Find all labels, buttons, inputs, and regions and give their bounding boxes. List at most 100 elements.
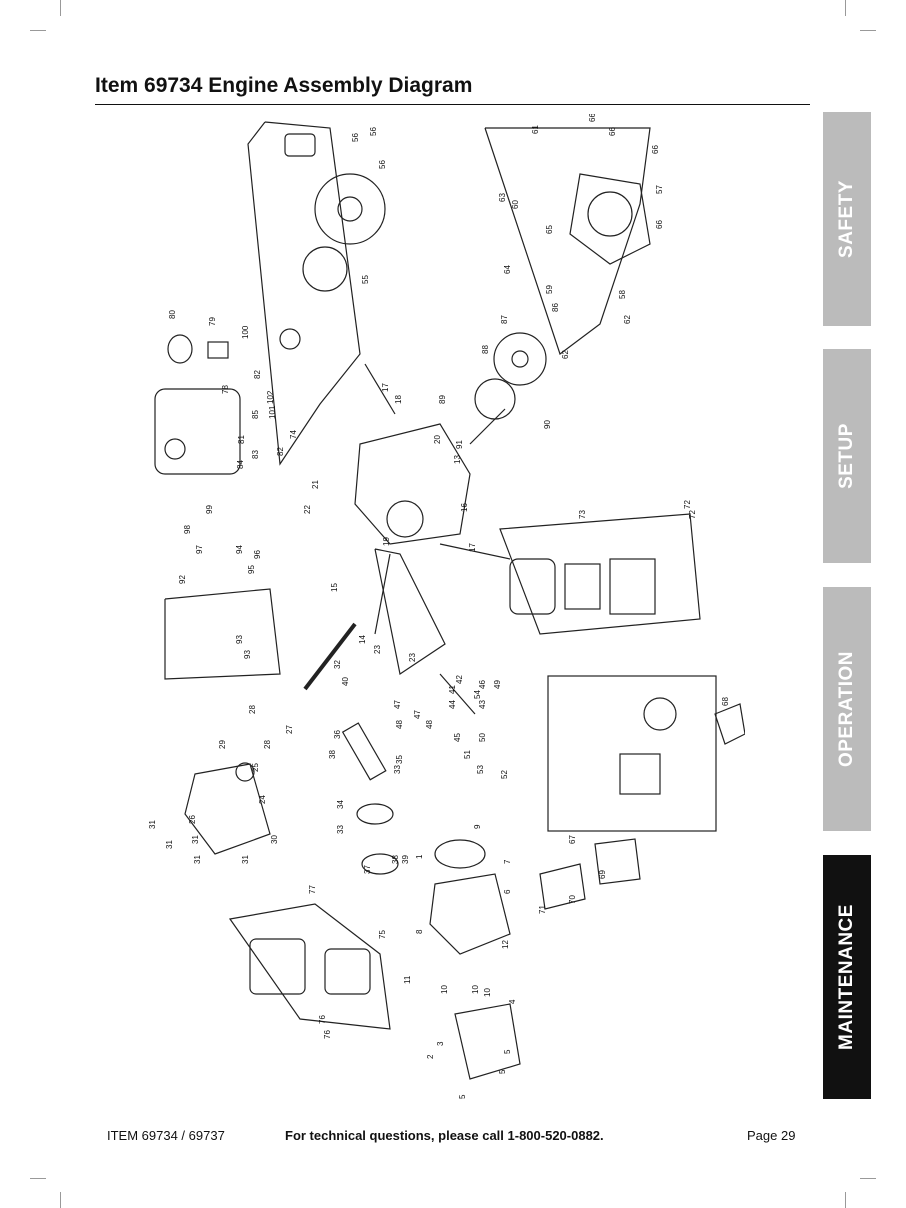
part-number-label: 51 — [463, 750, 472, 759]
crop-mark — [845, 1192, 846, 1208]
part-number-label: 25 — [251, 763, 260, 772]
part-number-label: 99 — [205, 505, 214, 514]
oil-seal — [235, 762, 255, 782]
part-number-label: 76 — [323, 1030, 332, 1039]
flywheel-hub — [511, 350, 529, 368]
part-number-label: 33 — [393, 765, 402, 774]
part-number-label: 16 — [460, 503, 469, 512]
part-number-label: 14 — [358, 635, 367, 644]
part-number-label: 93 — [243, 650, 252, 659]
part-number-label: 1 — [415, 854, 424, 859]
air-cleaner-base — [609, 558, 656, 615]
air-filter-element — [564, 563, 601, 610]
carburetor-bowl — [643, 697, 677, 731]
part-number-label: 53 — [476, 765, 485, 774]
part-number-label: 66 — [651, 145, 660, 154]
tab-setup-label: SETUP — [836, 423, 858, 489]
part-number-label: 89 — [438, 395, 447, 404]
part-number-label: 13 — [453, 455, 462, 464]
part-number-label: 33 — [336, 825, 345, 834]
insulator-plate — [594, 838, 641, 885]
part-number-label: 26 — [188, 815, 197, 824]
part-number-label: 68 — [721, 697, 730, 706]
part-number-label: 20 — [433, 435, 442, 444]
tab-operation[interactable]: OPERATION — [823, 587, 871, 831]
part-number-label: 23 — [373, 645, 382, 654]
tab-setup[interactable]: SETUP — [823, 349, 871, 563]
crop-mark — [845, 0, 846, 16]
part-number-label: 85 — [251, 410, 260, 419]
part-number-label: 17 — [468, 543, 477, 552]
part-number-label: 21 — [311, 480, 320, 489]
part-number-label: 2 — [426, 1054, 435, 1059]
part-number-label: 56 — [351, 133, 360, 142]
part-number-label: 56 — [378, 160, 387, 169]
tab-maintenance[interactable]: MAINTENANCE — [823, 855, 871, 1099]
crop-mark — [860, 30, 876, 31]
part-number-label: 45 — [453, 733, 462, 742]
part-number-label: 66 — [655, 220, 664, 229]
tab-safety[interactable]: SAFETY — [823, 112, 871, 326]
starter-handle — [284, 133, 316, 157]
title-divider — [95, 104, 810, 105]
part-number-label: 49 — [493, 680, 502, 689]
part-number-label: 39 — [401, 855, 410, 864]
air-cleaner-cover — [509, 558, 556, 615]
part-number-label: 79 — [208, 317, 217, 326]
part-number-label: 75 — [378, 930, 387, 939]
fuel-cap — [167, 334, 193, 364]
part-number-label: 31 — [165, 840, 174, 849]
crop-mark — [860, 1178, 876, 1179]
crop-mark — [60, 0, 61, 16]
part-number-label: 37 — [363, 865, 372, 874]
part-number-label: 72 — [688, 510, 697, 519]
part-number-label: 5 — [458, 1094, 467, 1099]
leader-line — [374, 553, 391, 635]
part-number-label: 22 — [303, 505, 312, 514]
part-number-label: 63 — [498, 193, 507, 202]
connecting-rod — [341, 722, 387, 781]
part-number-label: 56 — [369, 127, 378, 136]
part-number-label: 62 — [561, 350, 570, 359]
part-number-label: 82 — [253, 370, 262, 379]
part-number-label: 70 — [568, 895, 577, 904]
part-number-label: 66 — [608, 127, 617, 136]
part-number-label: 5 — [503, 1049, 512, 1054]
diagram-svg: 5656565561666666576663606564595862628687… — [148, 114, 745, 1099]
part-number-label: 92 — [178, 575, 187, 584]
part-number-label: 93 — [235, 635, 244, 644]
part-number-label: 48 — [395, 720, 404, 729]
muffler-group-outline — [228, 903, 391, 1030]
part-number-label: 44 — [448, 700, 457, 709]
part-number-label: 94 — [235, 545, 244, 554]
leader-line — [439, 543, 511, 560]
leader-line — [469, 408, 506, 445]
crankshaft — [303, 622, 357, 691]
part-number-label: 84 — [236, 460, 245, 469]
crop-mark — [30, 30, 46, 31]
part-number-label: 102 — [266, 390, 275, 404]
part-number-label: 10 — [471, 985, 480, 994]
part-number-label: 47 — [393, 700, 402, 709]
muffler — [154, 388, 241, 475]
part-number-label: 17 — [381, 383, 390, 392]
part-number-label: 5 — [498, 1069, 507, 1074]
part-number-label: 81 — [237, 435, 246, 444]
part-number-label: 91 — [455, 440, 464, 449]
part-number-label: 69 — [598, 870, 607, 879]
part-number-label: 57 — [655, 185, 664, 194]
part-number-label: 55 — [361, 275, 370, 284]
part-number-label: 3 — [436, 1041, 445, 1046]
part-number-label: 15 — [330, 583, 339, 592]
valve-cover — [454, 1003, 521, 1080]
piston-rings — [361, 853, 399, 875]
fan-shroud — [569, 173, 651, 265]
part-number-label: 32 — [333, 660, 342, 669]
part-number-label: 101 — [268, 405, 277, 419]
fuel-filter — [207, 341, 229, 359]
part-number-label: 77 — [308, 885, 317, 894]
leader-line — [439, 673, 476, 715]
part-number-label: 73 — [578, 510, 587, 519]
starter-cup — [474, 378, 516, 420]
part-number-label: 12 — [501, 940, 510, 949]
